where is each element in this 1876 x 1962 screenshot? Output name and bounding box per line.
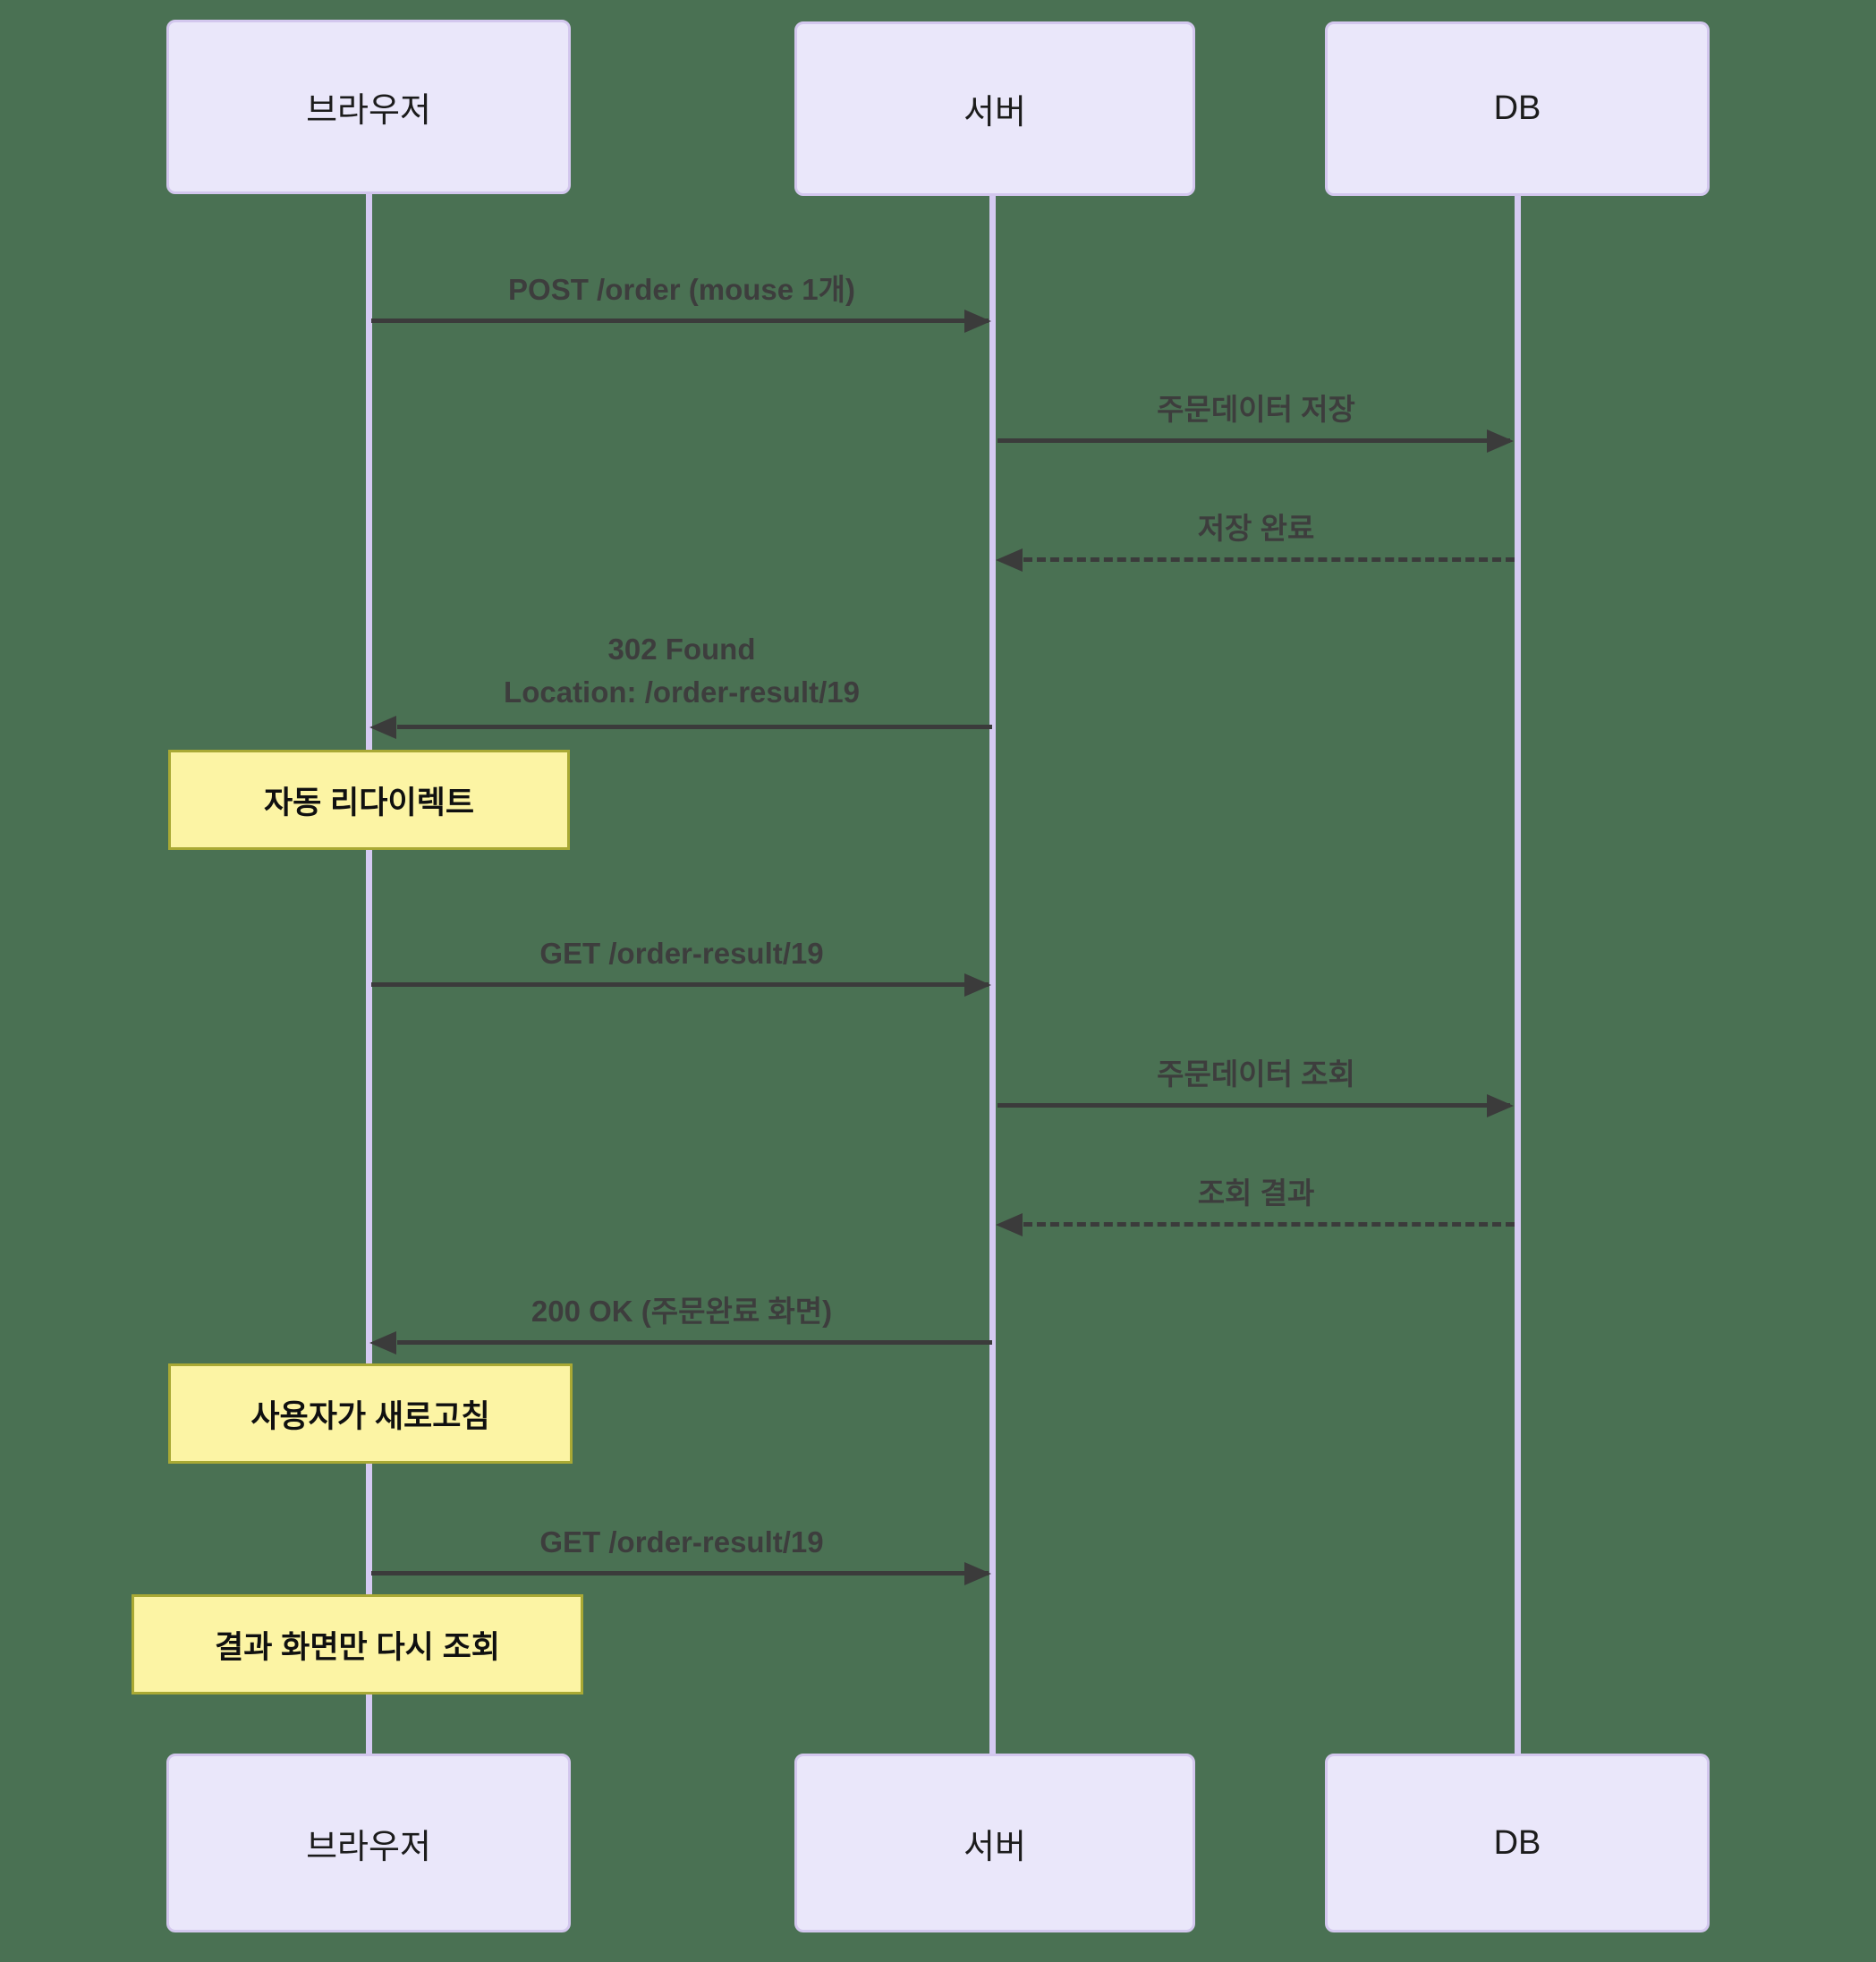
arrowhead-right-icon [1487, 429, 1514, 453]
note-label: 자동 리다이렉트 [263, 785, 475, 820]
message-label: 주문데이터 저장 [1157, 393, 1355, 426]
message-label-line1: 302 Found [607, 633, 756, 666]
message-line [371, 1571, 989, 1576]
note-auto-redirect: 자동 리다이렉트 [168, 750, 570, 850]
actor-box-server-top: 서버 [794, 21, 1195, 196]
arrowhead-left-icon [996, 548, 1023, 572]
actor-label-server: 서버 [963, 1828, 1026, 1866]
arrowhead-right-icon [1487, 1094, 1514, 1117]
arrowhead-left-icon [369, 716, 396, 739]
actor-label-server: 서버 [963, 94, 1026, 132]
message-label: 200 OK (주문완료 화면) [531, 1295, 833, 1328]
message-label: 조회 결과 [1197, 1176, 1315, 1210]
message-label: POST /order (mouse 1개) [508, 273, 855, 306]
message-label: 저장 완료 [1197, 512, 1315, 545]
arrowhead-right-icon [964, 310, 991, 333]
arrowhead-left-icon [996, 1213, 1023, 1236]
message-line [997, 438, 1510, 443]
note-user-refresh: 사용자가 새로고침 [168, 1363, 573, 1464]
message-line-dashed [1023, 557, 1515, 562]
message-line [371, 982, 989, 987]
actor-box-db-bottom: DB [1325, 1754, 1710, 1932]
note-label: 사용자가 새로고침 [250, 1398, 490, 1434]
message-label: GET /order-result/19 [539, 937, 824, 970]
arrowhead-left-icon [369, 1331, 396, 1355]
message-label-line2: Location: /order-result/19 [504, 675, 860, 709]
message-line [397, 725, 992, 729]
actor-label-db: DB [1493, 89, 1541, 127]
note-label: 결과 화면만 다시 조회 [215, 1629, 500, 1665]
message-line [997, 1103, 1510, 1108]
message-line-dashed [1023, 1222, 1515, 1227]
lifeline-server [989, 194, 996, 1754]
arrowhead-right-icon [964, 1562, 991, 1585]
message-label: 302 Found Location: /order-result/19 [504, 628, 860, 714]
message-line [371, 319, 989, 323]
note-result-screen-only: 결과 화면만 다시 조회 [132, 1594, 583, 1694]
actor-label-db: DB [1493, 1823, 1541, 1862]
message-line [397, 1340, 992, 1345]
actor-box-browser-bottom: 브라우저 [166, 1754, 571, 1932]
arrowhead-right-icon [964, 973, 991, 997]
actor-box-browser-top: 브라우저 [166, 20, 571, 194]
lifeline-browser [366, 194, 372, 1754]
actor-box-server-bottom: 서버 [794, 1754, 1195, 1932]
lifeline-db [1515, 194, 1521, 1754]
actor-box-db-top: DB [1325, 21, 1710, 196]
actor-label-browser: 브라우저 [306, 1828, 431, 1866]
message-label: GET /order-result/19 [539, 1525, 824, 1559]
actor-label-browser: 브라우저 [306, 92, 431, 130]
message-label: 주문데이터 조회 [1157, 1057, 1355, 1091]
